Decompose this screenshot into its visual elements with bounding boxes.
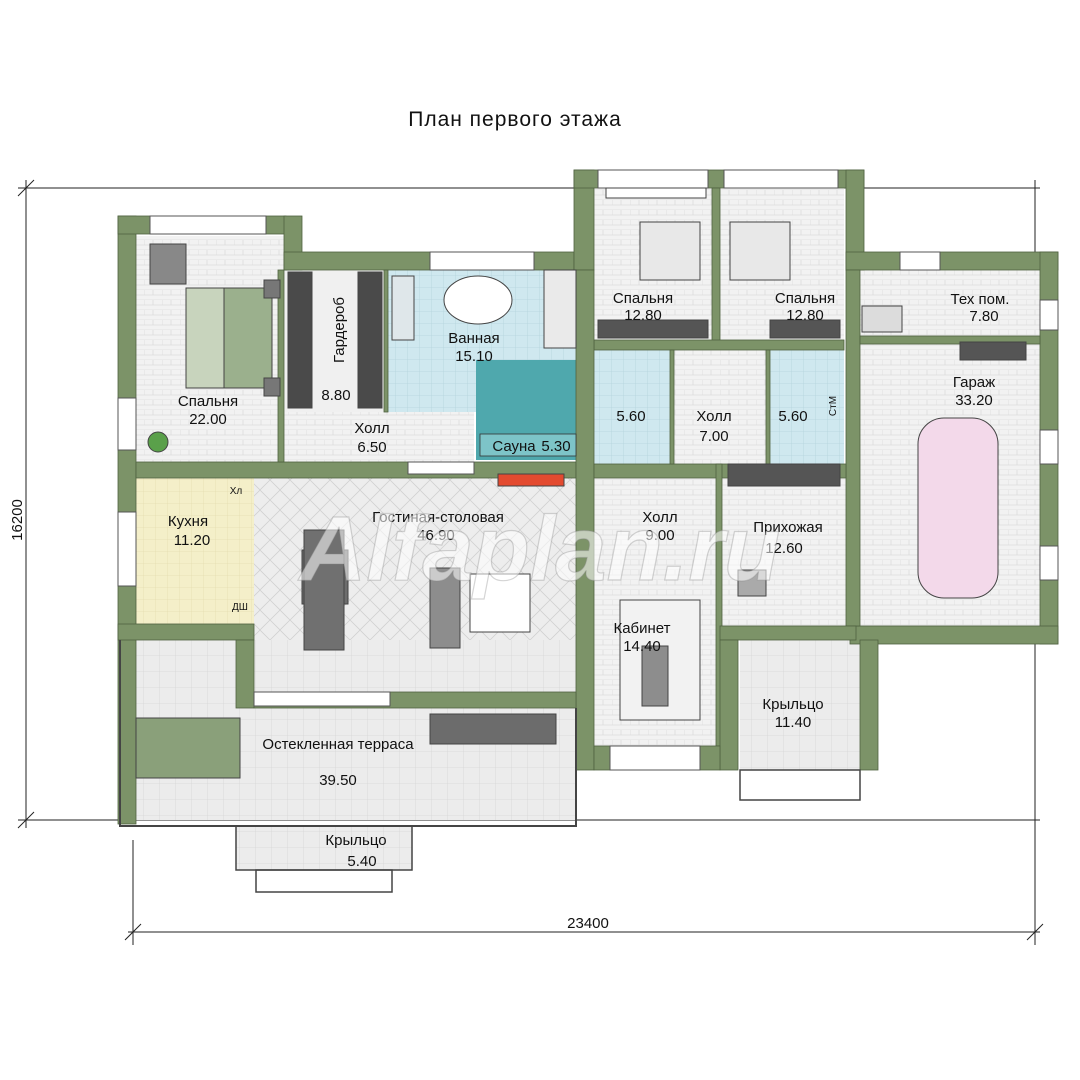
label-porch-right-name: Крыльцо: [762, 696, 823, 713]
label-kitchen-fridge: Хл: [230, 486, 243, 497]
dimension-height: 16200: [9, 499, 26, 541]
label-office-name: Кабинет: [613, 620, 670, 637]
label-bath-small-2-area: 5.60: [778, 408, 807, 425]
label-garage-name: Гараж: [953, 374, 995, 391]
label-bedroom-3-name: Спальня: [775, 290, 835, 307]
plan-title: План первого этажа: [408, 108, 622, 131]
label-bathroom-name: Ванная: [448, 330, 499, 347]
label-entrance-hall-area: 12.60: [765, 540, 803, 557]
label-kitchen-area: 11.20: [174, 532, 210, 549]
label-sauna-area: 5.30: [541, 438, 570, 455]
label-sauna-name: Сауна: [492, 438, 536, 455]
windows: [117, 169, 1059, 771]
label-living-dining-name: Гостиная-столовая: [372, 509, 504, 526]
dimension-width: 23400: [567, 915, 609, 932]
label-porch-bottom-name: Крыльцо: [325, 832, 386, 849]
label-garage-area: 33.20: [955, 392, 993, 409]
label-office-area: 14.40: [623, 638, 661, 655]
label-bedroom-main-name: Спальня: [178, 393, 238, 410]
label-hall-left-name: Холл: [354, 420, 389, 437]
label-tech-room-name: Тех пом.: [951, 291, 1010, 308]
furniture: [135, 187, 1027, 779]
label-bath-small-1-area: 5.60: [616, 408, 645, 425]
label-hall-lower-name: Холл: [642, 509, 677, 526]
label-washing-machine: СтМ: [828, 396, 839, 416]
label-hall-lower-area: 9.00: [645, 527, 674, 544]
label-entrance-hall-name: Прихожая: [753, 519, 823, 536]
label-bedroom-main-area: 22.00: [189, 411, 227, 428]
label-terrace-name: Остекленная терраса: [262, 736, 414, 753]
label-porch-right-area: 11.40: [775, 714, 811, 731]
label-bedroom-3-area: 12.80: [786, 307, 824, 324]
watermark: Alfaplan.ru: [298, 498, 780, 600]
label-kitchen-name: Кухня: [168, 513, 208, 530]
label-living-dining-area: 46.90: [417, 527, 455, 544]
label-tech-room-area: 7.80: [969, 308, 998, 325]
room-labels: Спальня 22.00 Гардероб 8.80 Ванная 15.10…: [168, 290, 1010, 870]
label-kitchen-dishwasher: ДШ: [232, 602, 248, 613]
label-hall-left-area: 6.50: [357, 439, 386, 456]
label-bedroom-2-name: Спальня: [613, 290, 673, 307]
label-wardrobe-area: 8.80: [321, 387, 350, 404]
terrace-outline: [119, 640, 861, 893]
label-hall-center-name: Холл: [696, 408, 731, 425]
label-terrace-area: 39.50: [319, 772, 357, 789]
label-porch-bottom-area: 5.40: [347, 853, 376, 870]
label-bathroom-area: 15.10: [455, 348, 493, 365]
label-hall-center-area: 7.00: [699, 428, 728, 445]
label-wardrobe-name: Гардероб: [331, 297, 348, 363]
label-bedroom-2-area: 12.80: [624, 307, 662, 324]
